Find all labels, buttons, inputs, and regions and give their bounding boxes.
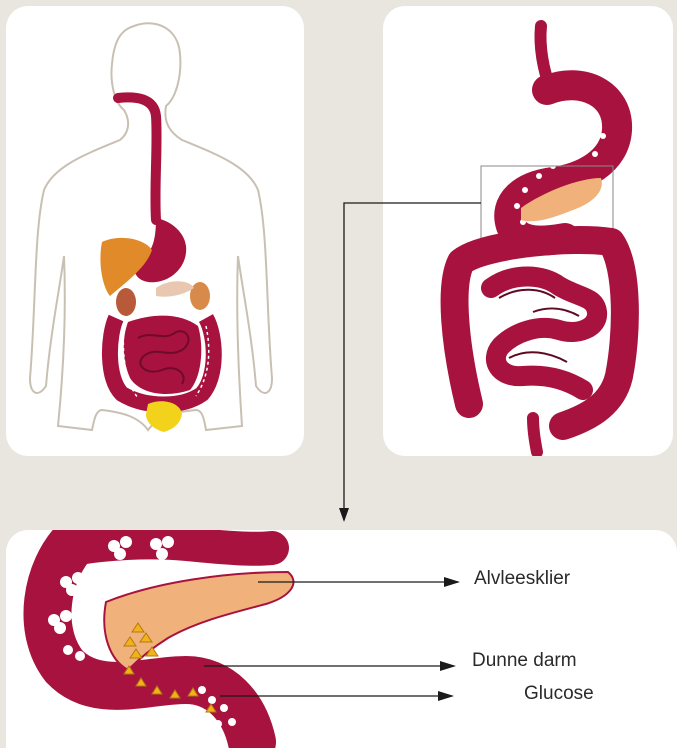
- body-diagram-panel: [6, 6, 304, 456]
- zoom-detail-panel: [6, 530, 677, 748]
- digestive-tract-panel: [383, 6, 673, 456]
- label-pancreas: Alvleesklier: [474, 568, 570, 590]
- tract-rectum: [533, 418, 537, 452]
- body-illustration: [6, 6, 304, 456]
- kidney-right: [190, 282, 210, 310]
- zoom-illustration: [6, 530, 677, 748]
- digestive-tract-illustration: [383, 6, 673, 456]
- label-small-intestine: Dunne darm: [472, 650, 577, 672]
- bladder: [146, 401, 182, 432]
- kidney-left: [116, 288, 136, 316]
- small-intestine-mass: [124, 316, 202, 394]
- label-glucose: Glucose: [524, 683, 594, 705]
